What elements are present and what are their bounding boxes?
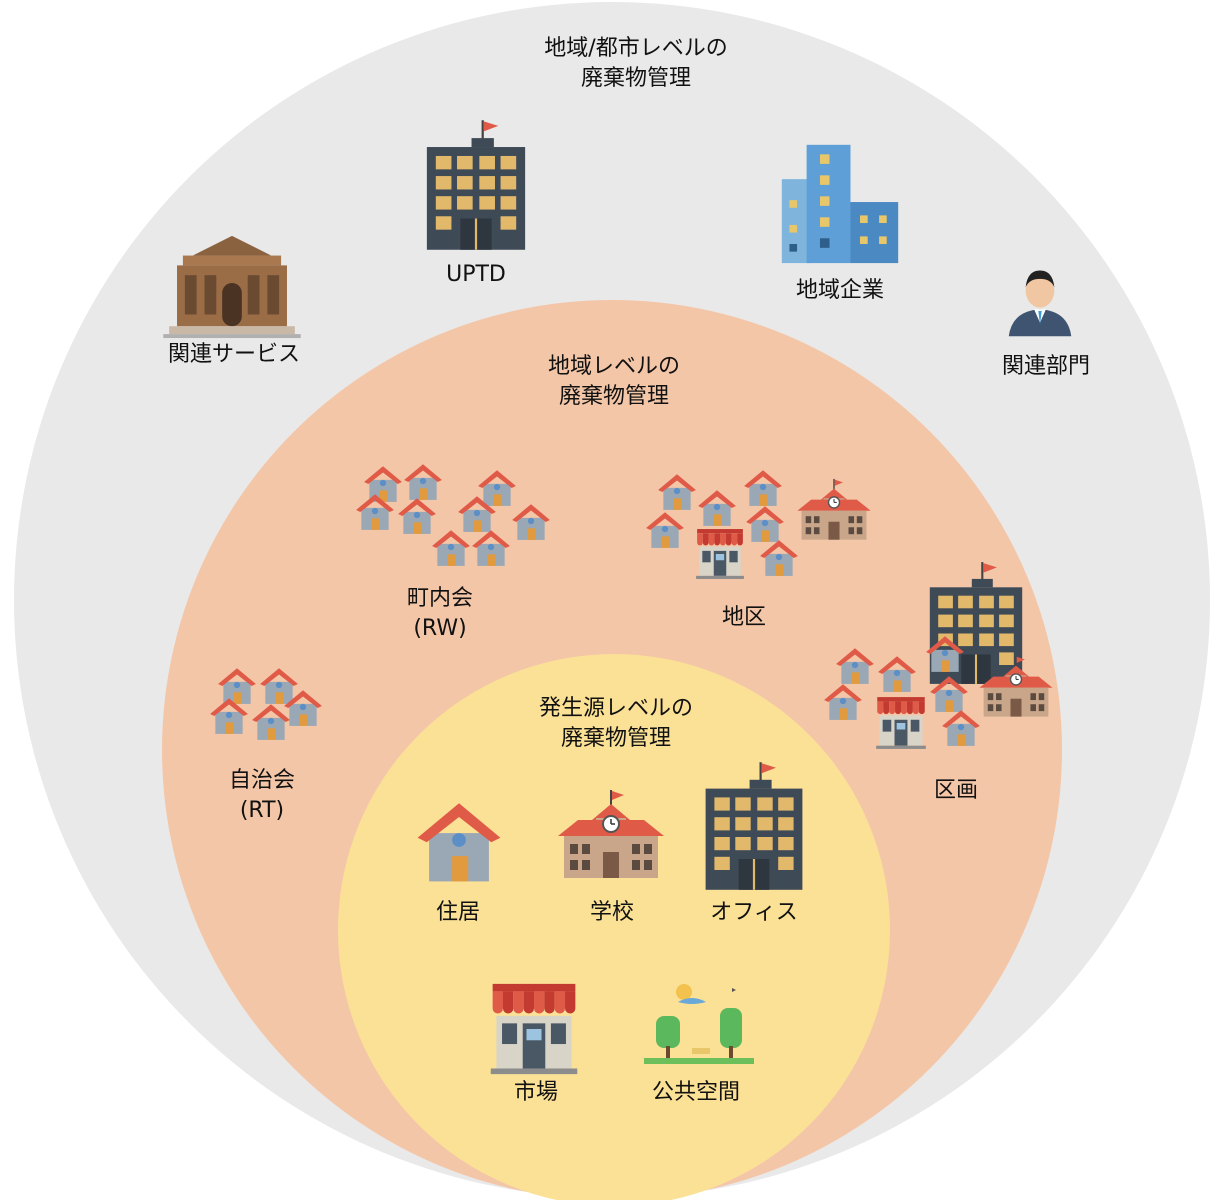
- city-level-title-line1: 地域/都市レベルの: [544, 36, 728, 61]
- rw-label-line2: (RW): [413, 616, 467, 641]
- related-services-label: 関連サービス: [167, 342, 301, 367]
- market-label: 市場: [513, 1080, 559, 1105]
- area-level-title-line1: 地域レベルの: [547, 354, 681, 379]
- rt-label-line2: (RT): [239, 798, 285, 823]
- regional-companies-label: 地域企業: [795, 278, 885, 303]
- rw-label-line1: 町内会: [406, 586, 474, 611]
- source-level-title-line2: 廃棄物管理: [560, 726, 672, 751]
- area-level-title-line2: 廃棄物管理: [558, 384, 670, 409]
- residence-label: 住居: [435, 900, 481, 925]
- district-label: 地区: [721, 605, 767, 630]
- school-label: 学校: [589, 900, 635, 925]
- rt-label: 自治会 (RT): [229, 766, 295, 826]
- source-level-title: 発生源レベルの 廃棄物管理: [539, 694, 693, 754]
- public-space-label: 公共空間: [651, 1080, 741, 1105]
- related-departments-label: 関連部門: [1001, 354, 1091, 379]
- rw-label: 町内会 (RW): [407, 584, 473, 644]
- market-stall-icon: [490, 983, 578, 1075]
- city-level-title-line2: 廃棄物管理: [580, 66, 692, 91]
- uptd-label: UPTD: [446, 262, 506, 287]
- area-level-title: 地域レベルの 廃棄物管理: [548, 352, 680, 412]
- source-level-title-line1: 発生源レベルの: [538, 696, 694, 721]
- city-level-title: 地域/都市レベルの 廃棄物管理: [544, 34, 727, 94]
- ward-label: 区画: [933, 778, 979, 803]
- office-label: オフィス: [710, 900, 798, 925]
- rt-label-line1: 自治会: [228, 768, 296, 793]
